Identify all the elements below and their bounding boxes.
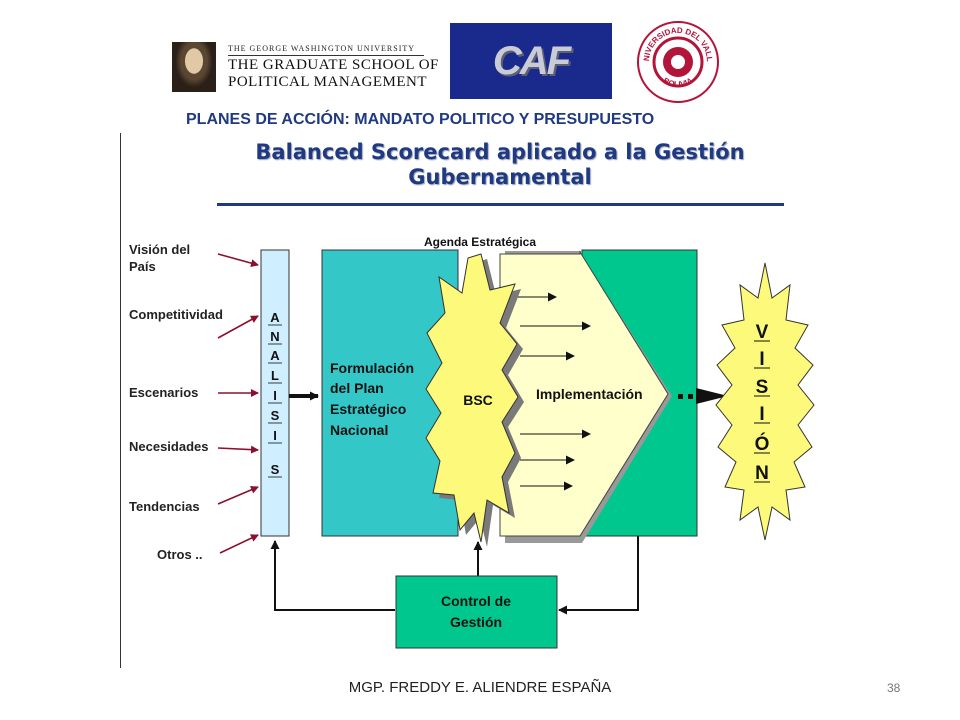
agenda-estrategica-label: Agenda Estratégica — [424, 235, 536, 249]
slide-title-line2: Gubernamental — [408, 165, 592, 189]
vision-letter: N — [755, 463, 769, 484]
arrow-tendencias — [217, 486, 259, 505]
formulacion-line1: Formulación — [330, 360, 414, 376]
arrow-otros — [219, 534, 259, 554]
analisis-letter: I — [273, 388, 277, 403]
input-tendencias: Tendencias — [129, 499, 200, 514]
gwu-rule — [228, 55, 424, 56]
bsc-burst — [425, 253, 519, 543]
implementacion-pentagon — [499, 250, 669, 537]
analisis-letter: S — [271, 462, 280, 477]
analisis-letter: I — [273, 428, 277, 443]
input-necesidades: Necesidades — [129, 439, 209, 454]
control-gestion-line1: Control de — [441, 593, 511, 609]
control-gestion-box — [395, 575, 558, 649]
washington-portrait-icon — [172, 42, 216, 92]
slide-header: PLANES DE ACCIÓN: MANDATO POLITICO Y PRE… — [186, 111, 655, 128]
univalle-seal: UNIVERSIDAD DEL VALLE BOLIVIA — [637, 21, 719, 103]
vision-letter: I — [759, 349, 764, 370]
analisis-letter: S — [271, 408, 280, 423]
caf-logo-text: CAF — [492, 39, 571, 83]
vision-letter: V — [756, 322, 769, 343]
implementacion-to-vision-arrow — [696, 388, 728, 404]
vision-letter: S — [756, 377, 769, 398]
vision-letter: Ó — [755, 433, 770, 455]
bsc-label: BSC — [463, 392, 493, 408]
gwu-logo: THE GEORGE WASHINGTON UNIVERSITY THE GRA… — [172, 42, 438, 92]
formulacion-line2: del Plan — [330, 380, 384, 396]
gwu-line3: POLITICAL MANAGEMENT — [228, 74, 428, 90]
formulacion-line3: Estratégico — [330, 401, 406, 417]
input-competitividad: Competitividad — [129, 307, 223, 322]
analisis-letter: N — [270, 329, 279, 344]
analisis-letter: A — [270, 310, 280, 325]
vision-burst — [715, 262, 815, 541]
input-vision-pais-line1: Visión del — [129, 242, 191, 257]
arrow-necesidades — [217, 445, 259, 454]
left-vertical-rule — [120, 133, 121, 668]
univalle-bottom-text: BOLIVIA — [662, 76, 695, 89]
arrow-vision-pais — [217, 253, 259, 268]
control-gestion-line2: Gestión — [450, 614, 502, 630]
gwu-line1: THE GEORGE WASHINGTON UNIVERSITY — [228, 44, 416, 53]
analisis-letter: A — [270, 348, 280, 363]
analisis-box — [260, 249, 290, 537]
implementacion-label: Implementación — [536, 386, 643, 402]
analisis-letter: L — [271, 368, 279, 383]
caf-logo: CAF — [450, 23, 612, 99]
vision-letter: I — [759, 404, 764, 425]
arrow-competitividad — [217, 315, 259, 339]
page-number: 38 — [887, 681, 901, 695]
input-vision-pais-line2: País — [129, 259, 156, 274]
input-escenarios: Escenarios — [129, 385, 199, 400]
formulacion-line4: Nacional — [330, 422, 388, 438]
control-feedback-lines — [270, 536, 639, 615]
slide-footer-author: MGP. FREDDY E. ALIENDRE ESPAÑA — [348, 679, 612, 696]
svg-text:BOLIVIA: BOLIVIA — [662, 76, 695, 89]
gwu-line2: THE GRADUATE SCHOOL OF — [228, 57, 439, 73]
title-underline — [217, 203, 784, 206]
slide-title-line1: Balanced Scorecard aplicado a la Gestión — [255, 140, 745, 164]
input-otros: Otros .. — [157, 547, 203, 562]
